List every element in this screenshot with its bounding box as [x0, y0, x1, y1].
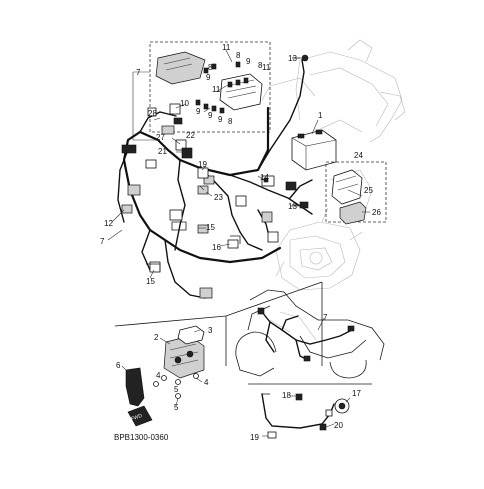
callout-23: 23 [214, 193, 223, 202]
callout-labels: 1 2 3 4 4 5 5 6 7 7 7 8 8 8 8 9 9 9 9 9 … [100, 43, 381, 442]
sensor-17 [334, 398, 350, 414]
fwd-label: FWD [130, 413, 143, 423]
engine-outline [275, 169, 373, 291]
callout-12: 12 [104, 219, 113, 228]
abs-cover [177, 325, 205, 345]
callout-9b: 9 [206, 73, 211, 82]
callout-11a: 11 [222, 43, 231, 52]
callout-7b: 7 [100, 237, 105, 246]
callout-8b: 8 [208, 63, 213, 72]
clip-20 [319, 423, 327, 431]
lower-harness-view [257, 307, 355, 362]
callout-2: 2 [154, 333, 159, 342]
fuse-box-detail-frame [149, 41, 271, 133]
callout-24: 24 [354, 151, 363, 160]
callout-15b: 15 [146, 277, 155, 286]
callout-13b: 13 [288, 202, 297, 211]
battery [291, 129, 337, 171]
callout-8d: 8 [228, 117, 233, 126]
frame-outline [261, 39, 406, 143]
callout-20: 20 [334, 421, 343, 430]
callout-3: 3 [208, 326, 213, 335]
callout-13a: 13 [288, 54, 297, 63]
ecu-bracket [339, 201, 367, 225]
callout-21: 21 [158, 147, 167, 156]
callout-15a: 15 [206, 223, 215, 232]
separators [114, 281, 372, 385]
leader-lines [107, 49, 370, 437]
callout-6: 6 [116, 361, 121, 370]
fuse-cover [155, 51, 206, 85]
clip-19 [267, 409, 333, 439]
clamps [146, 221, 241, 272]
callout-17: 17 [352, 389, 361, 398]
bolt-18 [295, 393, 303, 401]
abs-bracket [125, 367, 145, 407]
callout-8c: 8 [258, 61, 263, 70]
callout-9a: 9 [246, 57, 251, 66]
main-wire-harness [117, 59, 313, 299]
callout-19b: 19 [198, 160, 207, 169]
relay-group [147, 103, 209, 195]
callout-22: 22 [186, 131, 195, 140]
spare-fuses [195, 61, 241, 114]
callout-9e: 9 [218, 115, 223, 124]
callout-4: 4 [204, 378, 209, 387]
callout-18: 18 [282, 391, 291, 400]
callout-8a: 8 [236, 51, 241, 60]
callout-5: 5 [174, 385, 179, 394]
callout-9d: 9 [208, 111, 213, 120]
callout-4b: 4 [156, 371, 161, 380]
callout-26: 26 [372, 208, 381, 217]
callout-16: 16 [212, 243, 221, 252]
motorcycle-silhouette [235, 289, 385, 379]
callout-27: 27 [156, 133, 165, 142]
callout-19a: 19 [250, 433, 259, 442]
callout-5b: 5 [174, 403, 179, 412]
callout-1: 1 [318, 111, 323, 120]
callout-11c: 11 [212, 85, 221, 94]
callout-9c: 9 [196, 107, 201, 116]
callout-7a: 7 [136, 68, 141, 77]
ecu-unit [331, 169, 363, 205]
callout-14: 14 [260, 173, 269, 182]
bolts [153, 373, 199, 399]
callout-7c: 7 [323, 313, 328, 322]
callout-11b: 11 [262, 63, 271, 72]
abs-unit [163, 335, 205, 379]
callout-25: 25 [364, 186, 373, 195]
callout-10: 10 [180, 99, 189, 108]
fwd-arrow [127, 405, 153, 427]
harness-connectors [121, 117, 297, 299]
callout-28: 28 [148, 109, 157, 118]
diagram-code: BPB1300-0360 [114, 433, 169, 442]
sensor-mid [292, 201, 309, 209]
fuse-box [219, 73, 263, 111]
